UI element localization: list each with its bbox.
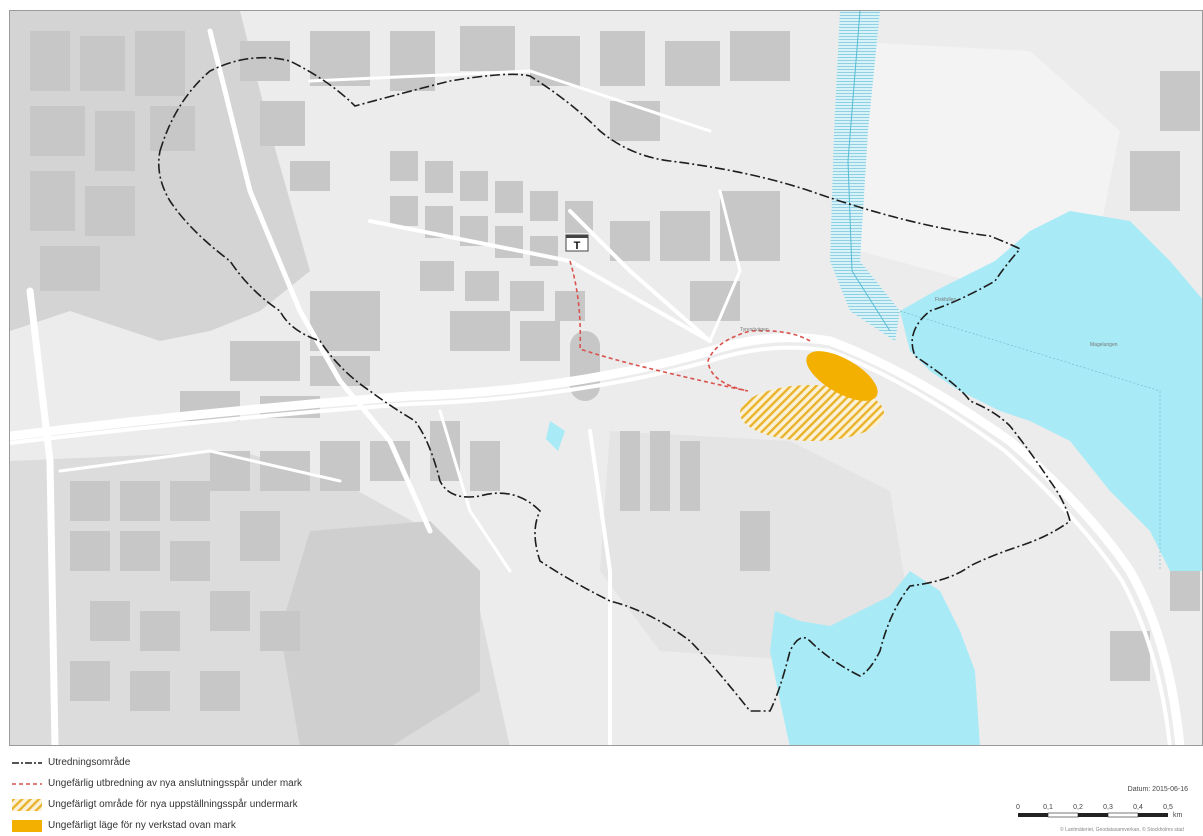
forest-hill-zone — [280, 521, 480, 745]
map-canvas[interactable]: T Tyresövägen Magelungen Fiskfullen — [10, 11, 1203, 746]
scale-tick-label: 0,4 — [1133, 804, 1143, 811]
road-label: Tyresövägen — [740, 327, 769, 333]
orange-fill-icon — [12, 819, 42, 832]
storage-tracks-area[interactable] — [740, 385, 884, 441]
dash-dot-line-icon — [12, 757, 42, 769]
legend-item-storage-area: Ungefärligt område för nya uppställnings… — [12, 794, 712, 815]
legend-item-workshop: Ungefärligt läge för ny verkstad ovan ma… — [12, 815, 712, 836]
yellow-hatched-area-icon — [12, 798, 42, 811]
map-copyright: © Lantmäteriet, Geodatasamverkan, © Stoc… — [1060, 827, 1184, 833]
legend-item-study-area: Utredningsområde — [12, 752, 712, 773]
legend-label: Ungefärligt läge för ny verkstad ovan ma… — [48, 820, 236, 831]
legend-item-tunnel: Ungefärlig utbredning av nya anslutnings… — [12, 773, 712, 794]
connection-tunnel-line[interactable] — [569, 260, 811, 392]
study-area-boundary[interactable] — [157, 56, 1071, 712]
scale-tick-label: 0 — [1016, 804, 1020, 811]
lake-magelungen — [900, 211, 1202, 571]
svg-text:T: T — [574, 240, 581, 252]
marsh-area — [830, 11, 900, 341]
municipal-border — [899, 310, 1161, 571]
lake-label-magelungen: Magelungen — [1090, 342, 1118, 348]
scale-block: Datum: 2015-06-16 0 0,1 0,2 0,3 0,4 0,5 km © … — [1010, 785, 1200, 833]
legend-label: Ungefärlig utbredning av nya anslutnings… — [48, 778, 303, 789]
red-dashed-line-icon — [12, 778, 42, 790]
lake-label-small: Fiskfullen — [935, 297, 956, 303]
pond — [546, 421, 565, 451]
metro-station-marker[interactable]: T — [565, 234, 589, 252]
scale-tick-label: 0,5 — [1163, 804, 1173, 811]
stream — [847, 11, 891, 332]
scale-unit: km — [1173, 812, 1183, 819]
roads — [10, 28, 1185, 745]
scale-tick-label: 0,2 — [1073, 804, 1083, 811]
legend-label: Ungefärligt område för nya uppställnings… — [48, 799, 298, 810]
scale-tick-label: 0,1 — [1043, 804, 1053, 811]
scale-bar: 0 0,1 0,2 0,3 0,4 0,5 km — [1016, 804, 1183, 819]
lake-south — [770, 571, 980, 745]
scale-tick-label: 0,3 — [1103, 804, 1113, 811]
legend-label: Utredningsområde — [48, 757, 131, 768]
workshop-area[interactable] — [799, 341, 885, 410]
map-frame[interactable]: T Tyresövägen Magelungen Fiskfullen — [9, 10, 1203, 746]
map-legend: Utredningsområde Ungefärlig utbredning a… — [12, 752, 712, 836]
map-date: Datum: 2015-06-16 — [1127, 786, 1188, 793]
